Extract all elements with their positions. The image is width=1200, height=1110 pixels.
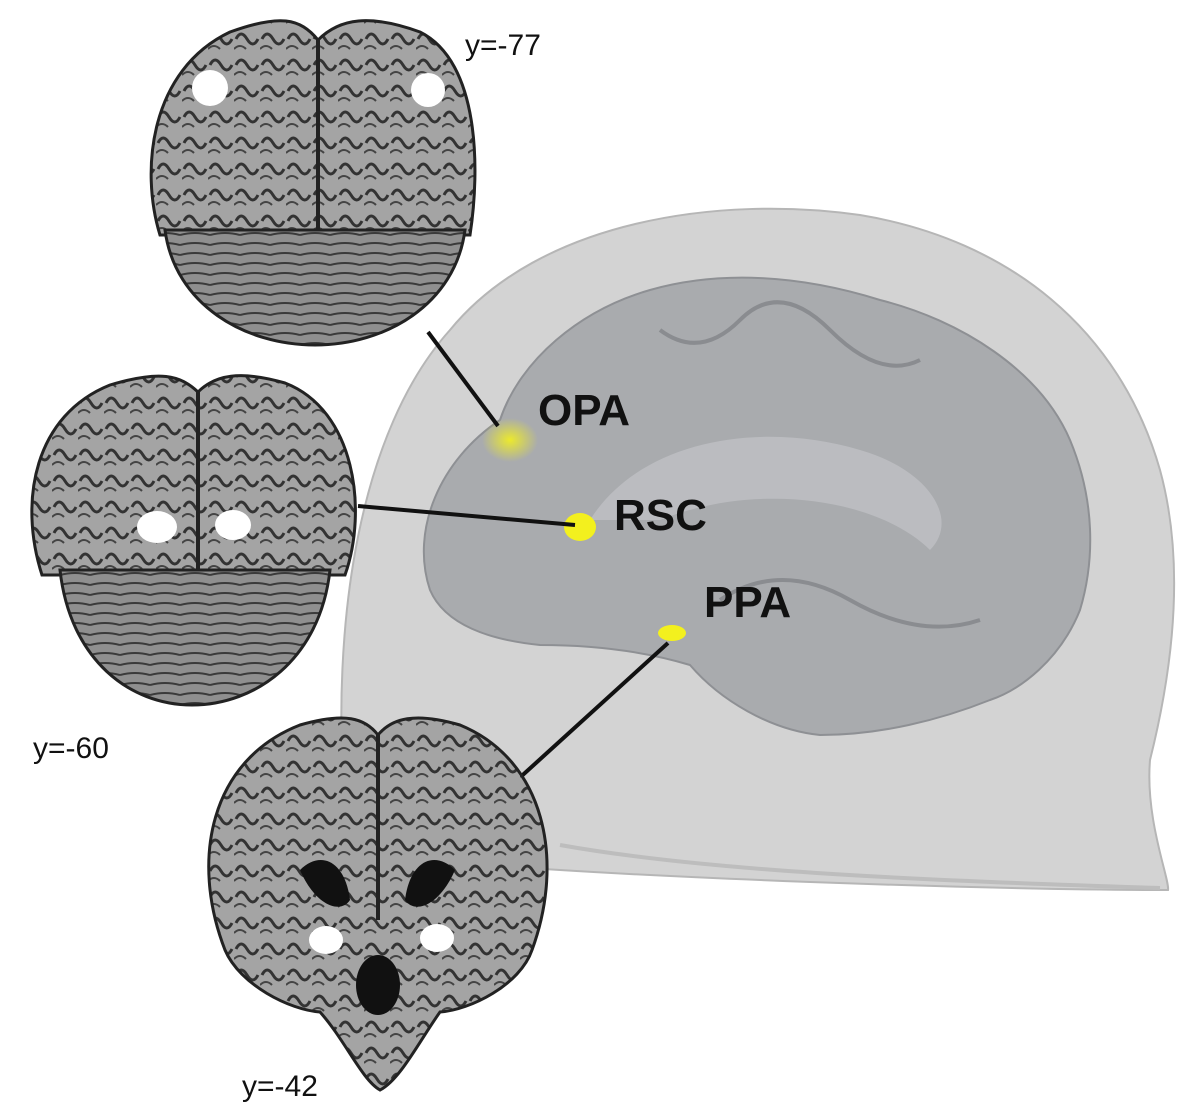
slice-coordinate-middle: y=-60 xyxy=(33,732,109,765)
head-3d xyxy=(340,207,1176,892)
activation-blob xyxy=(192,70,228,106)
cerebellum-top xyxy=(163,228,467,347)
connector-opa xyxy=(426,330,500,428)
coronal-mri-slice-icon xyxy=(30,374,357,577)
brainstem xyxy=(356,955,400,1015)
cerebellum-middle xyxy=(58,568,332,707)
brain-medial-surface-icon xyxy=(422,276,1092,737)
ppa-activation xyxy=(658,625,686,641)
slice-coordinate-bottom: y=-42 xyxy=(242,1070,318,1103)
coronal-slice-middle xyxy=(30,374,357,707)
neck-fold xyxy=(559,843,1161,890)
ventricle-left xyxy=(300,860,350,907)
slice-coordinate-top: y=-77 xyxy=(465,29,541,62)
label-ppa: PPA xyxy=(704,578,791,627)
rsc-activation xyxy=(564,513,596,541)
activation-blob xyxy=(215,510,251,540)
activation-blob xyxy=(420,924,454,952)
label-rsc: RSC xyxy=(614,491,707,540)
coronal-mri-slice-icon xyxy=(149,19,477,237)
connector-rsc xyxy=(357,504,576,527)
corpus-callosum xyxy=(590,436,942,550)
opa-activation xyxy=(482,418,538,462)
coronal-slice-top xyxy=(149,19,477,347)
connector-lines xyxy=(357,330,670,784)
activation-blob xyxy=(137,511,177,543)
ventricle-right xyxy=(405,860,455,907)
coronal-slice-bottom xyxy=(207,716,549,1092)
label-opa: OPA xyxy=(538,386,630,435)
activation-blob xyxy=(309,926,343,954)
activation-blob xyxy=(411,73,445,107)
cortex-folds xyxy=(658,300,981,629)
connector-ppa xyxy=(513,641,670,784)
